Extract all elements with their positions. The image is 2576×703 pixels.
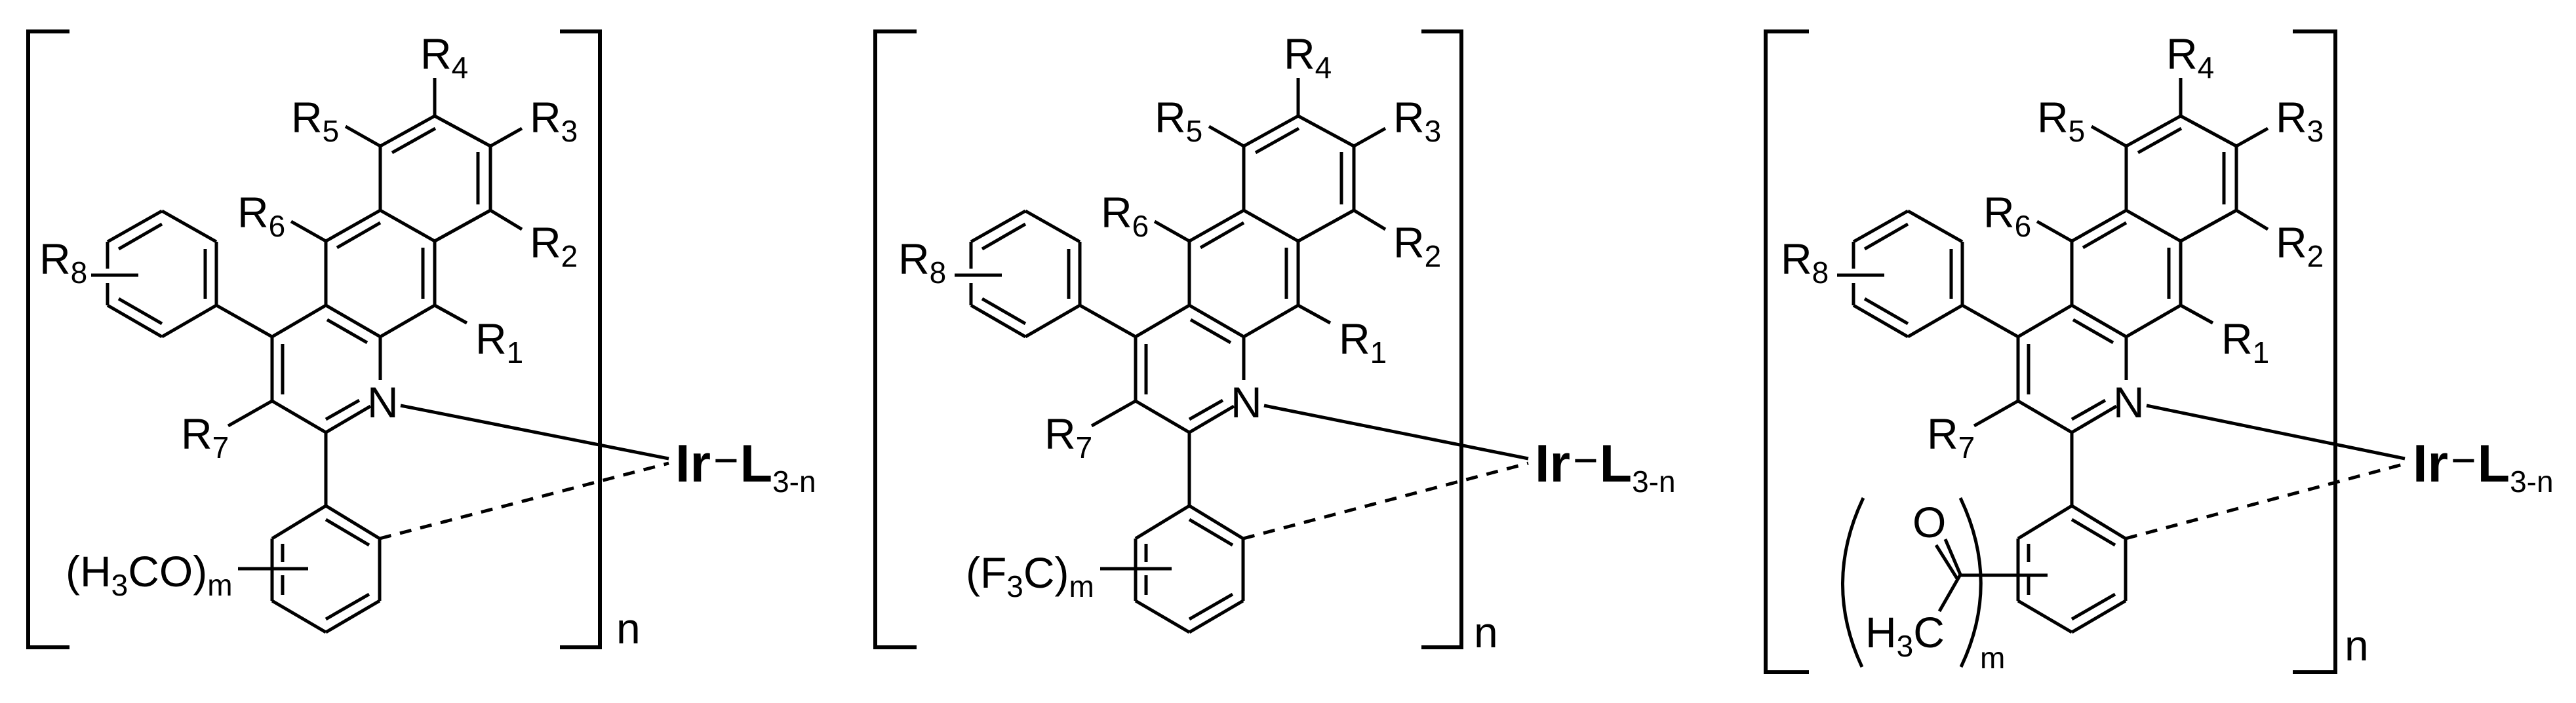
nitrogen-label: N: [367, 378, 399, 427]
r5-label: R5: [291, 93, 339, 148]
right-bracket: [1421, 29, 1463, 649]
structure-1-methoxy: N R4 R5 R3 R2 R6 R1 R7 R8 (H3CO)m n Ir−L…: [26, 29, 816, 653]
n-ir-bond: [1263, 404, 1529, 461]
carbonyl-bond-inner: [1934, 544, 1959, 580]
left-bracket: [873, 29, 917, 649]
r3-label: R3: [2276, 93, 2324, 148]
nitrogen-label: N: [2113, 378, 2145, 427]
iridium-complex-label: Ir−L3-n: [675, 434, 816, 499]
iridium-complex-label: Ir−L3-n: [1535, 434, 1676, 499]
c-ir-dashed-bond: [379, 461, 669, 541]
iridium-complex-label: Ir−L3-n: [2413, 434, 2554, 499]
r2-label: R2: [1393, 218, 1441, 273]
methyl-bond: [1937, 573, 1962, 613]
carbonyl-bond-outer: [1943, 539, 1962, 575]
r3-label: R3: [1393, 93, 1441, 148]
r4-label: R4: [420, 29, 468, 85]
c-ir-dashed-bond: [2125, 462, 2406, 541]
methoxy-substituent-label: (H3CO)m: [66, 547, 233, 602]
core-skeleton: [955, 78, 1385, 632]
r7-label: R7: [181, 409, 229, 465]
left-bracket: [1764, 29, 1809, 674]
right-bracket: [560, 29, 602, 649]
n-ir-bond: [2146, 404, 2406, 461]
r4-label: R4: [1284, 29, 1332, 85]
r8-label: R8: [898, 235, 946, 290]
r8-label: R8: [1781, 235, 1829, 290]
r7-label: R7: [1927, 409, 1975, 465]
r5-label: R5: [1155, 93, 1202, 148]
r8-label: R8: [39, 235, 87, 290]
r6-label: R6: [1983, 188, 2031, 243]
left-bracket: [26, 29, 69, 649]
repeat-subscript-n: n: [1474, 608, 1498, 656]
structure-2-trifluoromethyl: N R4 R5 R3 R2 R6 R1 R7 R8 (F3C)m n Ir−L3…: [873, 29, 1676, 656]
r1-label: R1: [1339, 314, 1387, 370]
oxygen-label: O: [1912, 498, 1946, 546]
r2-label: R2: [530, 218, 578, 273]
r3-label: R3: [530, 93, 578, 148]
r2-label: R2: [2276, 218, 2324, 273]
r1-label: R1: [2221, 314, 2269, 370]
nitrogen-label: N: [1231, 378, 1262, 427]
methyl-label: H3C: [1865, 608, 1945, 663]
repeat-count-m: m: [1980, 641, 2005, 675]
r4-label: R4: [2166, 29, 2214, 85]
r7-label: R7: [1044, 409, 1092, 465]
trifluoromethyl-substituent-label: (F3C)m: [966, 548, 1094, 603]
right-bracket: [2293, 29, 2337, 674]
left-parenthesis: [1841, 497, 1865, 668]
r6-label: R6: [1101, 188, 1149, 243]
n-ir-bond: [400, 404, 669, 461]
r5-label: R5: [2037, 93, 2085, 148]
repeat-subscript-n: n: [2345, 621, 2369, 670]
right-parenthesis: [1958, 497, 1983, 668]
structure-3-acetyl: O H3C m N R4 R5 R3 R2 R6 R1 R7 R8 n Ir−L…: [1764, 29, 2554, 675]
r6-label: R6: [237, 188, 285, 243]
r1-label: R1: [475, 314, 523, 370]
core-skeleton: [1837, 78, 2268, 632]
repeat-subscript-n: n: [616, 604, 641, 653]
c-ir-dashed-bond: [1242, 461, 1529, 541]
